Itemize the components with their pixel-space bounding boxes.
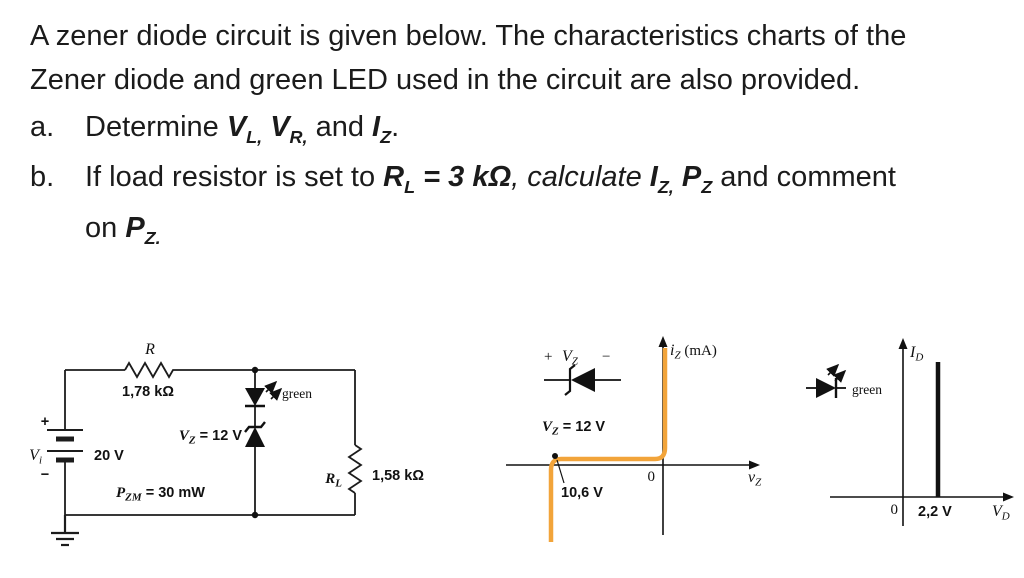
junction-dot-bottom	[251, 511, 259, 519]
battery-minus-label: −	[41, 467, 49, 483]
knee-pointer-line	[556, 459, 565, 484]
zener-minus-label: −	[602, 349, 610, 365]
load-resistor-label: RL	[324, 471, 342, 490]
math-iz-pz: IZ, PZ	[649, 161, 713, 197]
y-axis-label: ID	[909, 344, 923, 364]
led-green-label: green	[852, 382, 882, 397]
led-green-label: green	[282, 386, 312, 401]
knee-voltage-label: 10,6 V	[561, 485, 603, 501]
math-rl-3k: RL = 3 kΩ	[383, 161, 512, 197]
problem-intro-line2: Zener diode and green LED used in the ci…	[30, 64, 861, 96]
x-axis-arrow-icon	[1003, 492, 1014, 502]
source-voltage-label: Vi	[29, 447, 42, 467]
math-vl-vr: VL, VR,	[226, 111, 308, 147]
y-axis-label: iZ (mA)	[670, 342, 717, 362]
y-axis-arrow-icon	[658, 336, 668, 347]
zener-plus-label: +	[544, 349, 552, 365]
problem-intro-line1: A zener diode circuit is given below. Th…	[30, 20, 907, 52]
math-pz: PZ.	[125, 212, 161, 248]
task-item-a: a. Determine VL, VR, and IZ.	[30, 102, 1018, 152]
zener-diode-icon	[244, 421, 266, 447]
x-axis-arrow-icon	[749, 460, 760, 470]
task-item-b-line2: on PZ.	[30, 202, 1018, 254]
zener-characteristic-chart: + VZ − iZ (mA) vZ 0 VZ = 12 V 10,6 V	[506, 336, 762, 542]
x-axis-label: vZ	[748, 469, 762, 489]
junction-dot-top	[251, 366, 259, 374]
problem-statement: A zener diode circuit is given below. Th…	[30, 14, 1018, 254]
zener-vz-label: VZ	[562, 348, 579, 368]
resistor-r-label: R	[144, 341, 155, 358]
load-resistor-value: 1,58 kΩ	[372, 468, 424, 484]
led-characteristic-chart: green ID 0 2,2 V VD	[806, 338, 1014, 526]
resistor-r-value: 1,78 kΩ	[122, 384, 174, 400]
origin-label: 0	[648, 469, 656, 485]
zener-curve	[548, 348, 668, 542]
zener-symbol-icon	[544, 364, 621, 396]
resistor-r-icon	[124, 361, 175, 379]
math-iz: IZ	[372, 111, 392, 147]
item-a-marker: a.	[30, 111, 55, 143]
threshold-voltage-label: 2,2 V	[918, 504, 952, 520]
knee-point-dot	[552, 453, 558, 459]
item-b-text: If load resistor is set to RL = 3 kΩ, ca…	[85, 161, 896, 197]
task-item-b: b. If load resistor is set to RL = 3 kΩ,…	[30, 152, 1018, 202]
source-voltage-value: 20 V	[94, 448, 124, 464]
led-icon	[245, 380, 283, 408]
item-b-marker: b.	[30, 161, 55, 193]
zener-power-label: PZM = 30 mW	[116, 485, 205, 504]
led-chart-axes	[830, 344, 1008, 526]
battery-icon	[47, 429, 83, 463]
breakdown-voltage-label: VZ = 12 V	[542, 419, 605, 438]
ground-icon	[51, 515, 79, 547]
circuit-diagram: R 1,78 kΩ + − Vi 20 V green VZ = 12 V PZ…	[29, 341, 424, 547]
resistor-rl-icon	[347, 444, 363, 494]
zener-chart-axes	[506, 342, 754, 535]
item-b-text-line2: on PZ.	[85, 212, 161, 248]
y-axis-arrow-icon	[898, 338, 908, 349]
origin-label: 0	[891, 502, 899, 518]
item-a-text: Determine VL, VR, and IZ.	[85, 111, 400, 147]
zener-voltage-label: VZ = 12 V	[179, 428, 242, 447]
led-icon	[806, 363, 847, 398]
battery-plus-label: +	[41, 414, 49, 430]
x-axis-label: VD	[992, 503, 1010, 523]
